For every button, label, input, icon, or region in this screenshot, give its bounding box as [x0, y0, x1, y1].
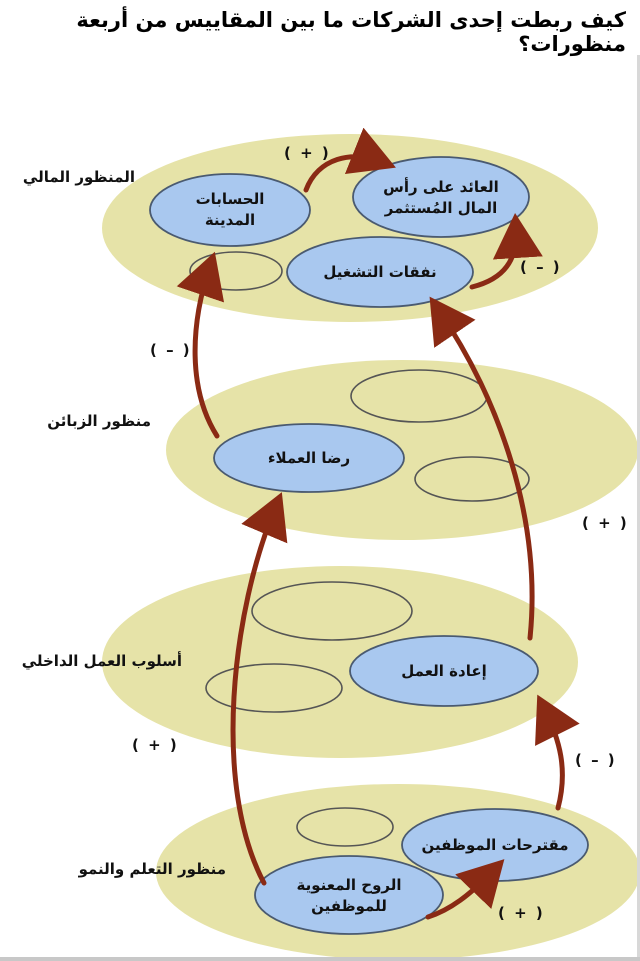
sign-costs-to-roce: ( – ) [520, 258, 562, 276]
arrow-receivables-to-roce [303, 127, 396, 193]
customer-satisfaction-node [213, 423, 405, 493]
arrow-costs-to-roce [469, 213, 543, 290]
arrow-morale-to-suggestions [425, 859, 505, 920]
empty-oval [251, 581, 413, 641]
internal-band [102, 566, 578, 758]
arrow-rework-to-costs [429, 296, 535, 641]
page-title: كيف ربطت إحدى الشركات ما بين المقاييس من… [76, 8, 626, 56]
arrow-morale-to-satisfaction [230, 492, 288, 886]
receivables-label: الحسابات المدينة [195, 190, 265, 229]
customer-satisfaction-label: رضا العملاء [267, 448, 351, 467]
empty-oval [296, 807, 394, 847]
frame-border-bottom [0, 957, 640, 961]
perspective-customer-label: منظور الزبائن [47, 412, 151, 430]
operating-costs-node [286, 236, 474, 308]
sign-suggestions-to-rework: ( – ) [575, 751, 617, 769]
arrow-suggestions-to-rework [535, 694, 580, 811]
sign-morale-to-satisfaction: ( + ) [132, 736, 179, 754]
roce-label: العائد على رأس المال المُستثمر [383, 178, 499, 217]
perspective-learning-label: منظور التعلم والنمو [78, 860, 226, 878]
roce-node [352, 156, 530, 238]
perspective-financial-label: المنظور المالي [22, 168, 135, 186]
employee-morale-node [254, 855, 444, 935]
perspective-internal-label: أسلوب العمل الداخلي [21, 652, 182, 670]
sign-morale-to-suggestions: ( + ) [498, 904, 545, 922]
operating-costs-label: نفقات التشغيل [323, 262, 437, 281]
rework-label: إعادة العمل [401, 661, 487, 680]
arrow-satisfaction-to-receivables [176, 251, 225, 439]
employee-morale-label: الروح المعنوية للموظفين [296, 876, 402, 915]
employee-suggestions-label: مقترحات الموظفين [421, 835, 569, 854]
empty-oval [414, 456, 530, 502]
empty-oval [205, 663, 343, 713]
rework-node [349, 635, 539, 707]
sign-satisfaction-to-receivables: ( – ) [150, 341, 192, 359]
sign-rework-to-costs: ( + ) [582, 514, 629, 532]
receivables-node [149, 173, 311, 247]
frame-border-right [637, 55, 640, 961]
sign-receivables-to-roce: ( + ) [284, 144, 331, 162]
